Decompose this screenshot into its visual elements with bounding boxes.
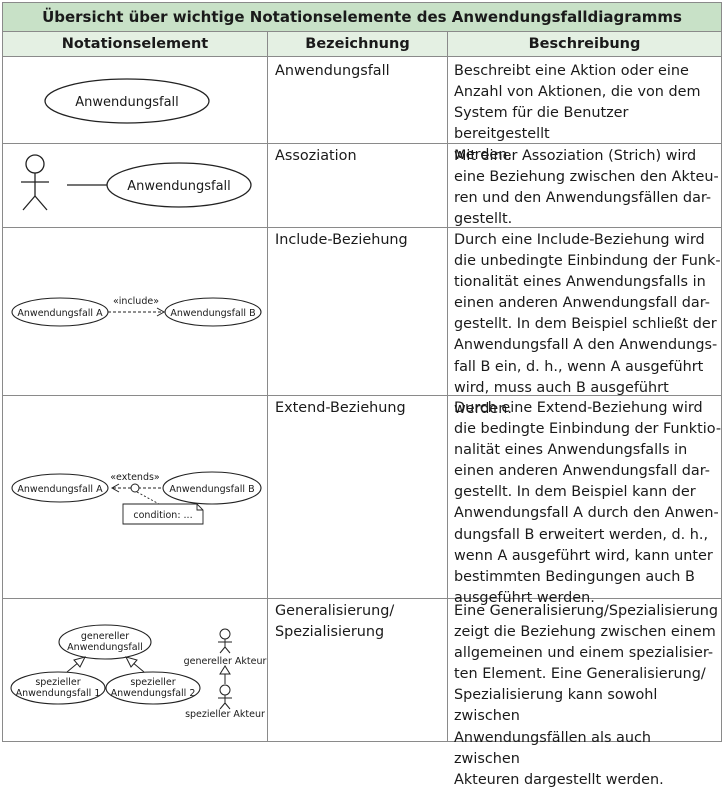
row-name: Include-Beziehung [275, 232, 408, 248]
use-case-a-ellipse [11, 473, 109, 503]
header-notationselement: Notationselement [3, 32, 267, 57]
general-actor-icon [218, 628, 232, 654]
triangle-arrow-icon [73, 656, 86, 668]
special-use-case-1-label: spezieller [35, 677, 80, 688]
table-title: Übersicht über wichtige Notationselement… [3, 3, 721, 32]
use-case-diagram: Anwendungsfall [44, 78, 210, 124]
actor-icon [21, 154, 49, 211]
row-name: Extend-Beziehung [275, 400, 406, 416]
use-case-b-label: Anwendungsfall B [169, 484, 254, 495]
column-divider [447, 32, 448, 741]
use-case-b-label: Anwendungsfall B [170, 308, 255, 319]
include-stereotype: «include» [113, 296, 159, 307]
header-bezeichnung: Bezeichnung [268, 32, 447, 57]
special-use-case-2-ellipse [105, 671, 201, 705]
special-actor-label: spezieller Akteur [185, 709, 265, 720]
special-use-case-1-ellipse [10, 671, 106, 705]
header-beschreibung: Beschreibung [448, 32, 721, 57]
general-use-case-ellipse [58, 624, 152, 660]
arrow-head-icon [156, 307, 166, 317]
use-case-ellipse [106, 162, 252, 208]
use-case-a-label: Anwendungsfall A [17, 308, 103, 319]
note-box [122, 503, 204, 525]
special-use-case-1-label: Anwendungsfall 1 [16, 688, 101, 699]
row-divider [3, 395, 721, 396]
note-connector [136, 491, 160, 505]
general-use-case-label: Anwendungsfall [67, 642, 143, 653]
note-fold-icon [196, 504, 203, 511]
arrow-head-icon [110, 483, 120, 493]
extension-point-icon [130, 483, 140, 493]
special-use-case-2-label: spezieller [130, 677, 175, 688]
extend-stereotype: «extends» [110, 472, 160, 483]
association-diagram: Anwendungsfall [21, 154, 252, 211]
row-name: Anwendungsfall [275, 63, 390, 79]
row-name: Assoziation [275, 148, 357, 164]
include-diagram: Anwendungsfall A Anwendungsfall B «inclu… [11, 296, 262, 327]
use-case-label: Anwendungsfall [127, 179, 231, 194]
generalization-diagram: genereller Anwendungsfall spezieller Anw… [10, 624, 267, 720]
special-use-case-2-label: Anwendungsfall 2 [111, 688, 196, 699]
use-case-ellipse [44, 78, 210, 124]
use-case-label: Anwendungsfall [75, 95, 179, 110]
row-name: Generalisierung/Spezialisierung [275, 603, 395, 641]
note-label: condition: ... [133, 510, 192, 521]
row-divider [3, 143, 721, 144]
use-case-b-ellipse [162, 471, 262, 505]
extend-diagram: Anwendungsfall A Anwendungsfall B «exten… [11, 471, 262, 525]
row-divider [3, 598, 721, 599]
special-actor-icon [218, 684, 232, 710]
use-case-a-label: Anwendungsfall A [17, 484, 103, 495]
general-actor-label: genereller Akteur [184, 656, 267, 667]
general-use-case-label: genereller [81, 631, 129, 642]
row-divider [3, 227, 721, 228]
triangle-arrow-icon [219, 665, 231, 675]
column-divider [267, 32, 268, 741]
triangle-arrow-icon [125, 656, 138, 668]
